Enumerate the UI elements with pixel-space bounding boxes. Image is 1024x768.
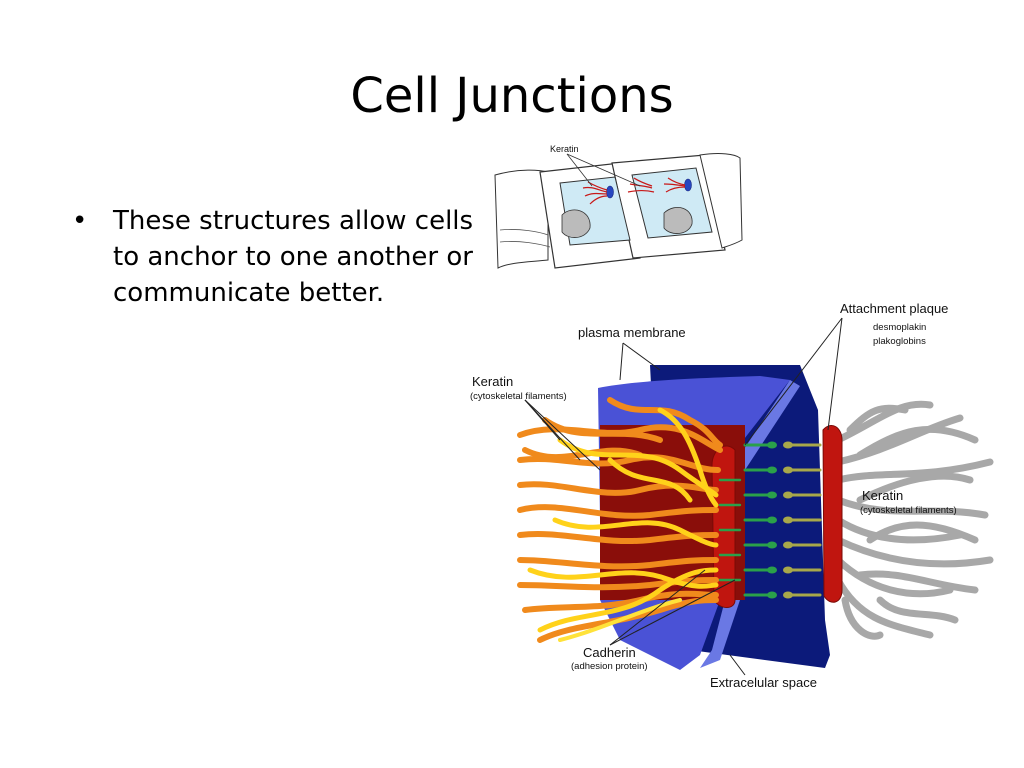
plakoglobins-label: plakoglobins [873,336,926,347]
keratin-right-sublabel: (cytoskeletal filaments) [860,505,957,516]
cadherin-label: Cadherin [583,645,636,660]
left-plaque [711,445,736,608]
desmoplakin-label: desmoplakin [873,322,926,333]
right-plaque [822,425,843,603]
top-keratin-label: Keratin [550,144,579,154]
keratin-left-sublabel: (cytoskeletal filaments) [470,391,567,402]
bullet-item: • These structures allow cells to anchor … [72,204,492,312]
cadherin-molecules [718,441,822,599]
keratin-left-label: Keratin [472,374,513,389]
extracellular-slab [650,365,830,668]
bullet-list: • These structures allow cells to anchor … [72,204,492,312]
attachment-plaque-label: Attachment plaque [840,301,948,316]
bullet-text: These structures allow cells to anchor t… [113,206,474,308]
slide-title: Cell Junctions [350,68,674,124]
leader-lines [524,317,843,676]
plasma-membrane-label: plasma membrane [578,325,686,340]
right-keratin-filaments [834,400,994,640]
cytoplasm-block [600,425,745,600]
membrane-edge [700,380,800,668]
cadherin-sublabel: (adhesion protein) [571,661,648,672]
left-keratin-filaments [517,397,723,643]
extracellular-label: Extracelular space [710,675,817,690]
plasma-membrane [598,376,790,670]
bullet-dot: • [72,206,88,236]
keratin-right-label: Keratin [862,488,903,503]
